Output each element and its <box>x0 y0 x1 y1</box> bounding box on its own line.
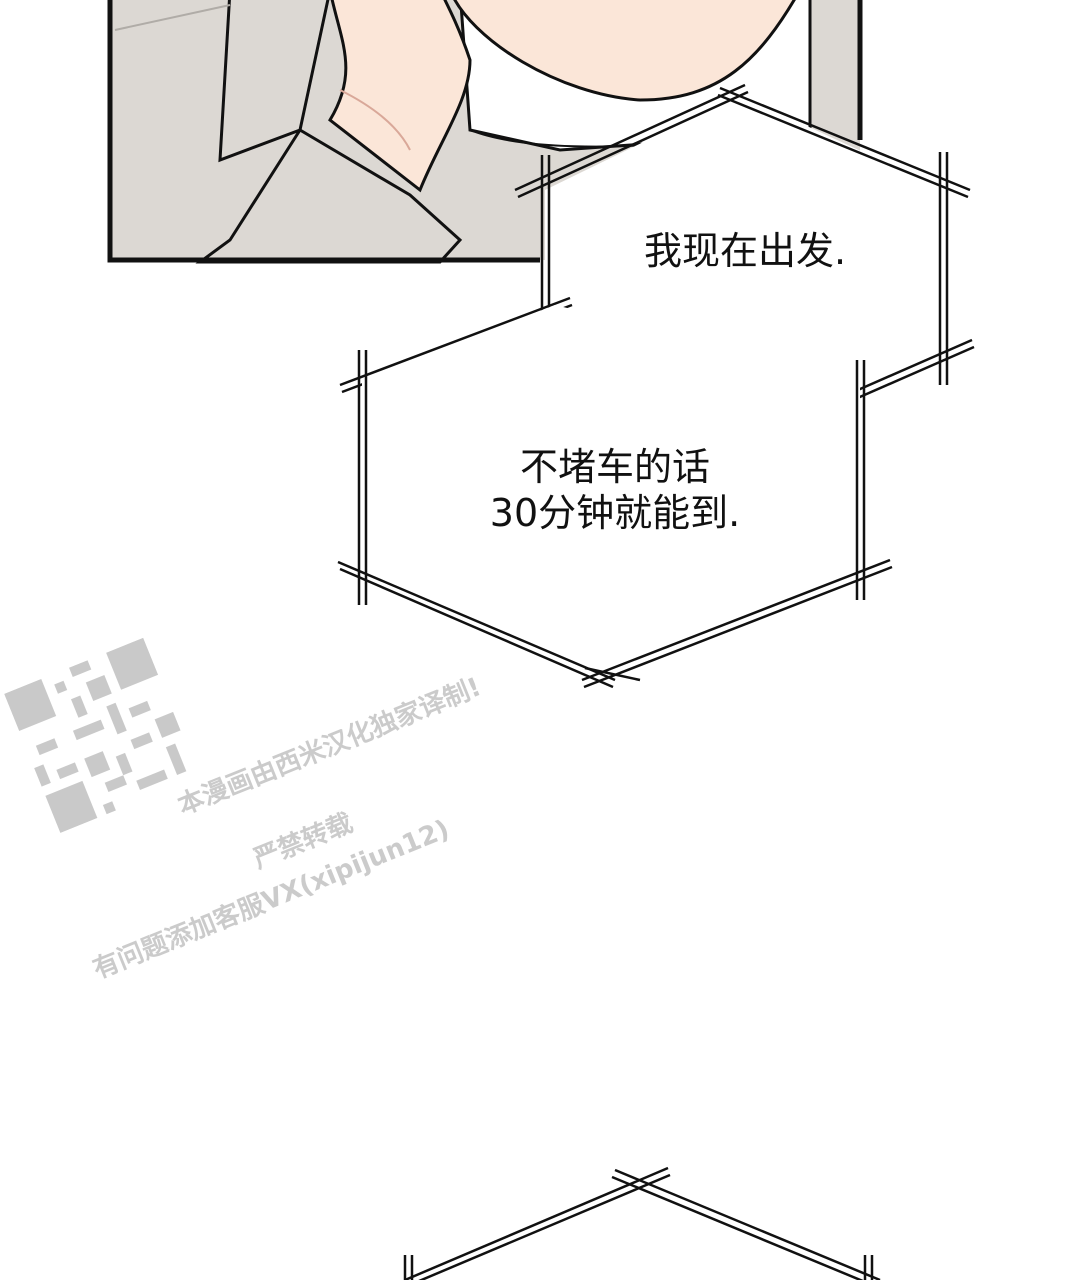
speech-bubble-2-line-1: 不堵车的话 <box>519 445 710 489</box>
speech-bubble-3-shape <box>403 1166 881 1280</box>
speech-bubble-2-shape <box>337 305 893 689</box>
speech-bubble-2-text: 不堵车的话 30分钟就能到. <box>440 444 790 536</box>
speech-bubble-1-text: 我现在出发. <box>643 229 847 273</box>
qr-code-icon <box>4 637 187 833</box>
speech-bubble-2-line-2: 30分钟就能到. <box>489 491 741 535</box>
watermark-line-1: 本漫画由西米汉化独家译制! <box>173 672 486 822</box>
watermark: 本漫画由西米汉化独家译制! 严禁转载 有问题添加客服VX(xipijun12) <box>0 540 534 1076</box>
